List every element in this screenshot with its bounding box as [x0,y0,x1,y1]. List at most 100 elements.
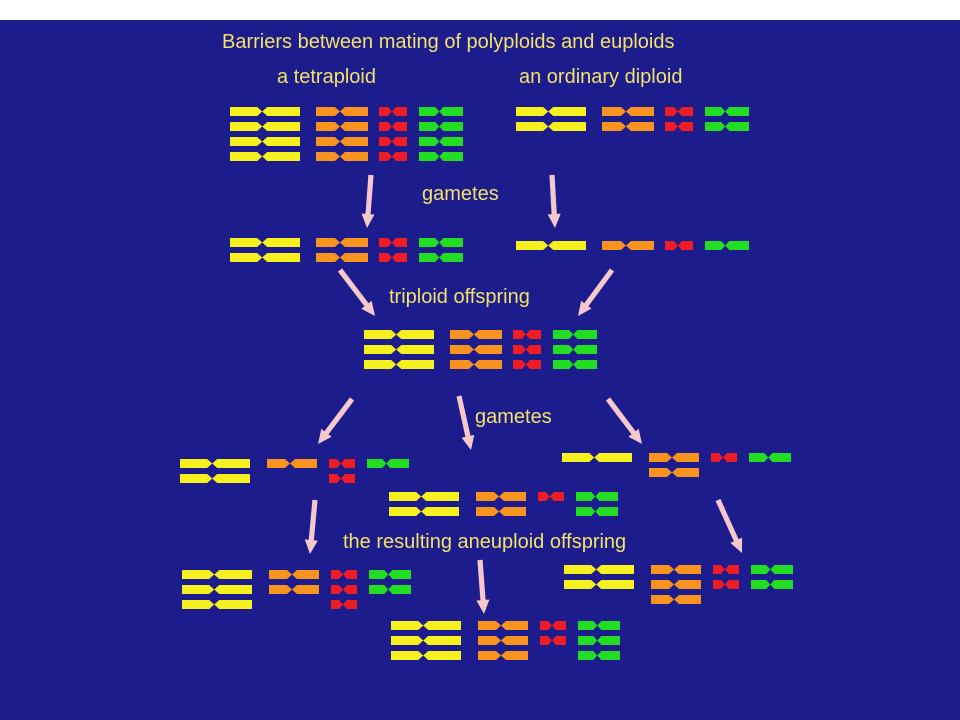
chromosome-red [329,474,355,483]
chromosome-yellow [391,636,461,645]
chromosome-orange [316,107,368,116]
chromosome-red [513,330,541,339]
chromosome-green [751,565,793,574]
chromosome-green [369,585,411,594]
chromosome-red [538,492,564,501]
chromosome-red [540,636,566,645]
chromosome-set-diploid [516,107,749,131]
chromosome-set-gamete-middle [389,492,618,516]
chromosome-orange [478,651,528,660]
chromosome-orange [476,507,526,516]
chromosome-orange [316,253,368,262]
chromosome-orange [602,122,654,131]
chromosome-orange [651,580,701,589]
chromosome-green [705,241,749,250]
chromosome-green [419,152,463,161]
chromosome-yellow [562,453,632,462]
chromosome-green [419,253,463,262]
chromosome-green [419,137,463,146]
chromosome-yellow [516,241,586,250]
chromosome-green [419,122,463,131]
chromosome-yellow [389,507,459,516]
chromosome-yellow [564,580,634,589]
gametes-label-2: gametes [475,406,552,428]
chromosome-red [665,241,693,250]
chromosome-red [379,122,407,131]
chromosome-green [749,453,791,462]
slide-background: Barriers between mating of polyploids an… [0,20,960,720]
arrow-triploid-to-gamete-middle [456,395,475,450]
chromosome-red [331,570,357,579]
chromosome-yellow [182,585,252,594]
chromosome-red [540,621,566,630]
chromosome-orange [602,241,654,250]
arrow-tetraploid-to-gamete [361,174,375,228]
chromosome-yellow [391,621,461,630]
diploid-label: an ordinary diploid [519,66,683,88]
chromosome-orange [269,585,319,594]
aneuploid-label: the resulting aneuploid offspring [343,531,627,553]
chromosome-red [379,137,407,146]
chromosome-yellow [391,651,461,660]
arrow-diploid-to-gamete [547,174,561,228]
chromosome-orange [316,152,368,161]
chromosome-orange [651,595,701,604]
chromosome-green [576,492,618,501]
chromosome-green [553,330,597,339]
chromosome-red [711,453,737,462]
arrow-gamete-to-triploid-right [578,268,615,316]
chromosome-set-gamete-right [562,453,791,477]
chromosome-red [713,580,739,589]
chromosome-yellow [389,492,459,501]
chromosome-green [553,345,597,354]
chromosome-green [578,636,620,645]
chromosome-yellow [180,474,250,483]
chromosome-yellow [230,122,300,131]
chromosome-yellow [230,253,300,262]
chromosome-orange [649,468,699,477]
chromosome-red [329,459,355,468]
chromosome-green [578,621,620,630]
diagram-title: Barriers between mating of polyploids an… [222,31,675,53]
gametes-label-1: gametes [422,183,499,205]
chromosome-orange [316,122,368,131]
chromosome-green [553,360,597,369]
chromosome-orange [316,137,368,146]
chromosome-green [419,238,463,247]
chromosome-set-diploid-gamete [516,241,749,250]
chromosome-orange [450,330,502,339]
chromosome-orange [478,636,528,645]
arrow-middle-gamete-to-offspring [476,559,490,614]
arrow-gamete-to-triploid-left [337,268,375,316]
chromosome-yellow [180,459,250,468]
chromosome-set-gamete-left [180,459,409,483]
chromosome-yellow [516,107,586,116]
chromosome-red [713,565,739,574]
chromosome-yellow [564,565,634,574]
chromosome-yellow [364,330,434,339]
arrow-left-gamete-to-offspring [304,499,318,554]
chromosome-set-tetraploid-gamete [230,238,463,262]
chromosome-green [576,507,618,516]
chromosome-set-tetraploid [230,107,463,161]
chromosome-red [379,152,407,161]
chromosome-orange [269,570,319,579]
chromosome-set-offspring-left [182,570,411,609]
chromosome-red [331,585,357,594]
chromosome-yellow [230,152,300,161]
chromosome-red [513,360,541,369]
chromosome-red [379,107,407,116]
triploid-label: triploid offspring [389,286,530,308]
chromosome-orange [602,107,654,116]
chromosome-orange [450,345,502,354]
tetraploid-label: a tetraploid [277,66,376,88]
chromosome-green [705,107,749,116]
chromosome-green [705,122,749,131]
chromosome-yellow [364,345,434,354]
chromosome-orange [267,459,317,468]
chromosome-orange [649,453,699,462]
arrow-triploid-to-gamete-right [605,397,642,444]
chromosome-green [419,107,463,116]
chromosome-yellow [182,570,252,579]
chromosome-yellow [230,137,300,146]
